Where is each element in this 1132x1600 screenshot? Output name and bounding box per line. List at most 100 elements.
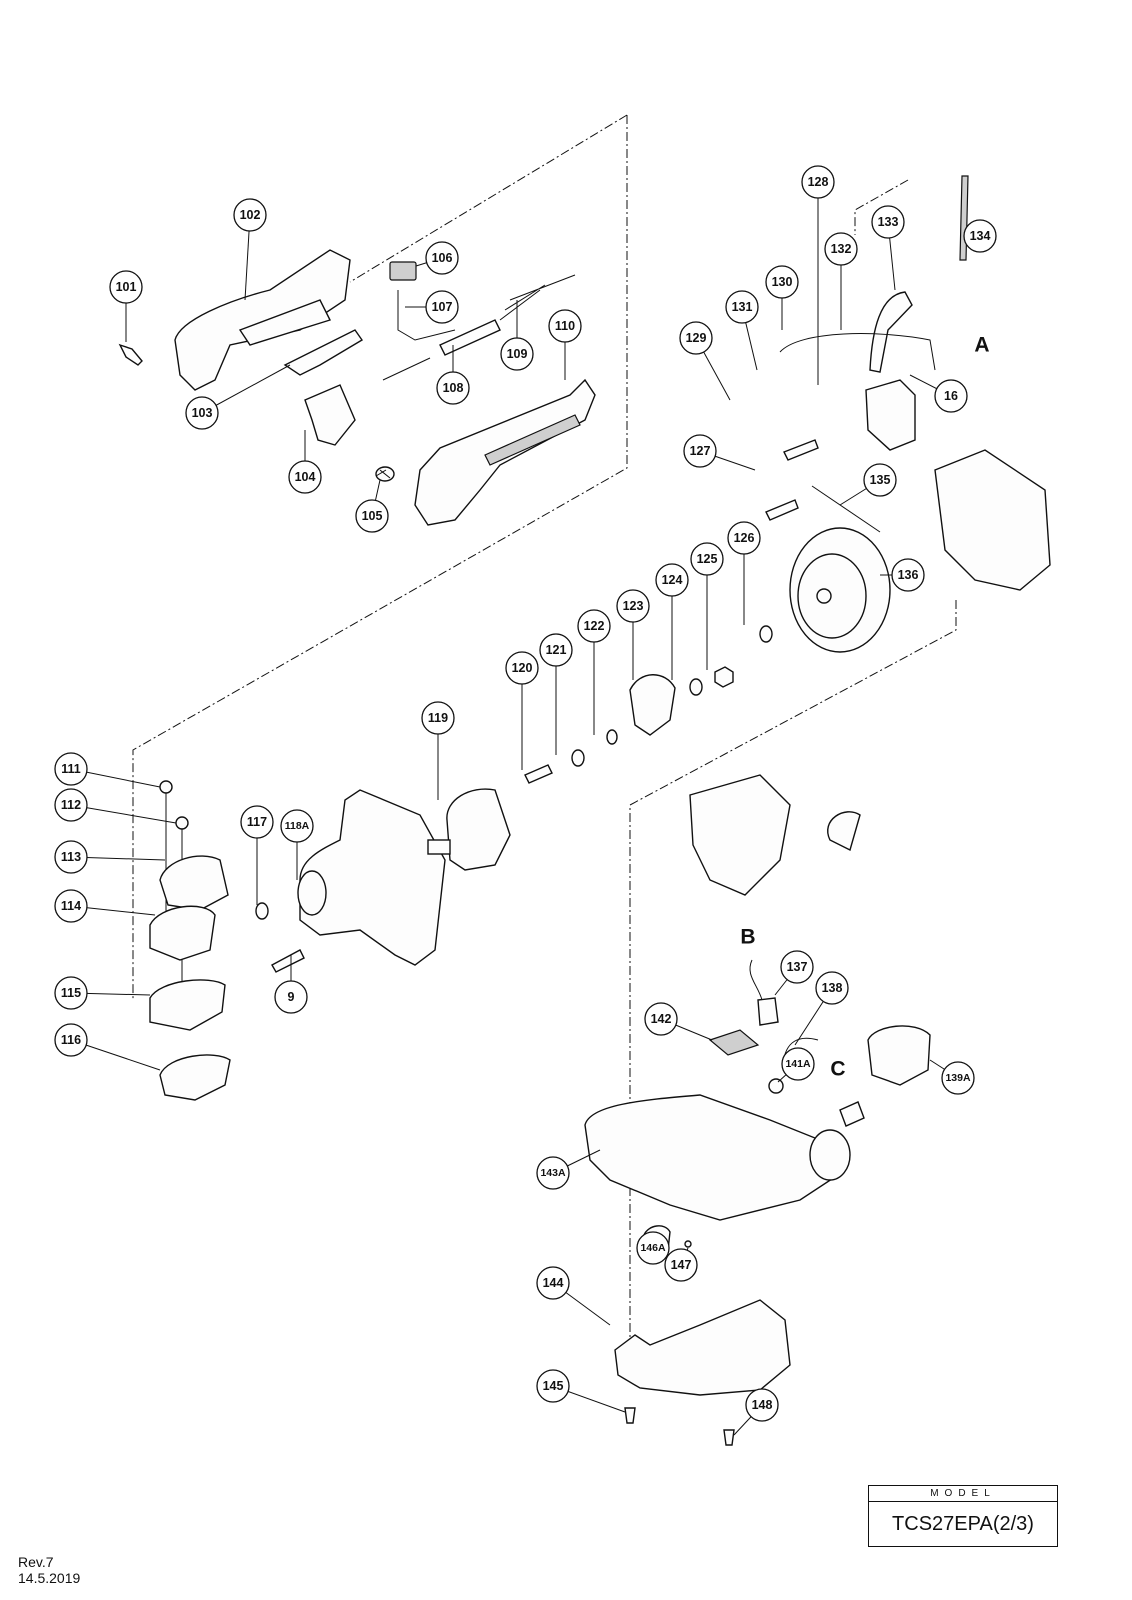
svg-text:103: 103 [192, 406, 213, 420]
svg-text:126: 126 [734, 531, 755, 545]
svg-text:116: 116 [61, 1033, 81, 1047]
svg-text:101: 101 [116, 280, 137, 294]
part-callout-101[interactable]: 101 [109, 270, 143, 304]
svg-text:130: 130 [772, 275, 793, 289]
part-callout-116[interactable]: 116 [54, 1023, 88, 1057]
svg-text:114: 114 [61, 899, 81, 913]
part-callout-103[interactable]: 103 [185, 396, 219, 430]
part-callout-138[interactable]: 138 [815, 971, 849, 1005]
svg-text:141A: 141A [785, 1058, 811, 1070]
svg-text:111: 111 [61, 762, 81, 776]
revision-number: Rev.7 [18, 1554, 54, 1570]
part-callout-132[interactable]: 132 [824, 232, 858, 266]
svg-text:120: 120 [512, 661, 533, 675]
svg-text:127: 127 [690, 444, 711, 458]
leader-112 [70, 804, 177, 824]
svg-text:104: 104 [295, 470, 316, 484]
svg-text:107: 107 [432, 300, 453, 314]
svg-text:145: 145 [543, 1379, 564, 1393]
model-label: MODEL [869, 1486, 1057, 1502]
part-callout-123[interactable]: 123 [616, 589, 650, 623]
part-callout-124[interactable]: 124 [655, 563, 689, 597]
part-callout-117[interactable]: 117 [240, 805, 274, 839]
part-callout-112[interactable]: 112 [54, 788, 88, 822]
part-callout-134[interactable]: 134 [963, 219, 997, 253]
part-callout-144[interactable]: 144 [536, 1266, 570, 1300]
model-box: MODEL TCS27EPA(2/3) [868, 1485, 1058, 1547]
svg-text:102: 102 [240, 208, 261, 222]
part-callout-129[interactable]: 129 [679, 321, 713, 355]
part-callout-148[interactable]: 148 [745, 1388, 779, 1422]
part-callout-109[interactable]: 109 [500, 337, 534, 371]
svg-text:117: 117 [247, 815, 267, 829]
svg-text:134: 134 [970, 229, 991, 243]
part-callout-126[interactable]: 126 [727, 521, 761, 555]
svg-text:138: 138 [822, 981, 843, 995]
svg-text:109: 109 [507, 347, 528, 361]
svg-text:148: 148 [752, 1398, 773, 1412]
part-callout-128[interactable]: 128 [801, 165, 835, 199]
svg-text:125: 125 [697, 552, 718, 566]
svg-text:110: 110 [555, 319, 575, 333]
svg-text:105: 105 [362, 509, 383, 523]
part-callouts: 9 16 101 102 103 104 105 106 107 108 109 110 111 112 1… [54, 165, 997, 1422]
svg-text:112: 112 [61, 798, 81, 812]
svg-text:137: 137 [787, 960, 808, 974]
part-callout-108[interactable]: 108 [436, 371, 470, 405]
svg-text:143A: 143A [540, 1167, 566, 1179]
ref-letter-a: A [974, 334, 989, 357]
model-number: TCS27EPA(2/3) [892, 1513, 1034, 1535]
svg-text:115: 115 [61, 986, 81, 1000]
part-callout-102[interactable]: 102 [233, 198, 267, 232]
part-callout-122[interactable]: 122 [577, 609, 611, 643]
svg-text:135: 135 [870, 473, 891, 487]
leader-103 [201, 364, 291, 414]
part-callout-145[interactable]: 145 [536, 1369, 570, 1403]
svg-text:113: 113 [61, 850, 81, 864]
svg-text:108: 108 [443, 381, 464, 395]
part-callout-139A[interactable]: 139A [941, 1061, 975, 1095]
ref-letter-b: B [740, 926, 755, 949]
svg-text:122: 122 [584, 619, 605, 633]
svg-text:133: 133 [878, 215, 899, 229]
part-callout-104[interactable]: 104 [288, 460, 322, 494]
svg-text:121: 121 [546, 643, 567, 657]
part-callout-127[interactable]: 127 [683, 434, 717, 468]
part-callout-121[interactable]: 121 [539, 633, 573, 667]
svg-text:147: 147 [671, 1258, 692, 1272]
part-callout-143A[interactable]: 143A [536, 1156, 570, 1190]
svg-text:16: 16 [944, 389, 958, 403]
part-callout-135[interactable]: 135 [863, 463, 897, 497]
svg-text:119: 119 [428, 711, 448, 725]
part-callout-115[interactable]: 115 [54, 976, 88, 1010]
part-callout-130[interactable]: 130 [765, 265, 799, 299]
part-callout-146A[interactable]: 146A [636, 1231, 670, 1265]
part-callout-119[interactable]: 119 [421, 701, 455, 735]
svg-text:118A: 118A [285, 820, 310, 832]
revision-info: Rev.7 14.5.2019 [18, 1554, 80, 1586]
part-callout-131[interactable]: 131 [725, 290, 759, 324]
part-callout-133[interactable]: 133 [871, 205, 905, 239]
part-callout-147[interactable]: 147 [664, 1248, 698, 1282]
part-callout-9[interactable]: 9 [274, 980, 308, 1014]
part-callout-107[interactable]: 107 [425, 290, 459, 324]
part-callout-113[interactable]: 113 [54, 840, 88, 874]
part-callout-110[interactable]: 110 [548, 309, 582, 343]
part-callout-120[interactable]: 120 [505, 651, 539, 685]
svg-text:129: 129 [686, 331, 707, 345]
part-callout-114[interactable]: 114 [54, 889, 88, 923]
svg-text:106: 106 [432, 251, 453, 265]
part-callout-125[interactable]: 125 [690, 542, 724, 576]
part-callout-105[interactable]: 105 [355, 499, 389, 533]
svg-text:128: 128 [808, 175, 829, 189]
svg-text:136: 136 [898, 568, 919, 582]
part-callout-118A[interactable]: 118A [280, 809, 314, 843]
part-callout-141A[interactable]: 141A [781, 1047, 815, 1081]
part-callout-137[interactable]: 137 [780, 950, 814, 984]
part-callout-111[interactable]: 111 [54, 752, 88, 786]
part-callout-106[interactable]: 106 [425, 241, 459, 275]
part-callout-16[interactable]: 16 [934, 379, 968, 413]
part-callout-142[interactable]: 142 [644, 1002, 678, 1036]
svg-text:146A: 146A [640, 1242, 666, 1254]
part-callout-136[interactable]: 136 [891, 558, 925, 592]
